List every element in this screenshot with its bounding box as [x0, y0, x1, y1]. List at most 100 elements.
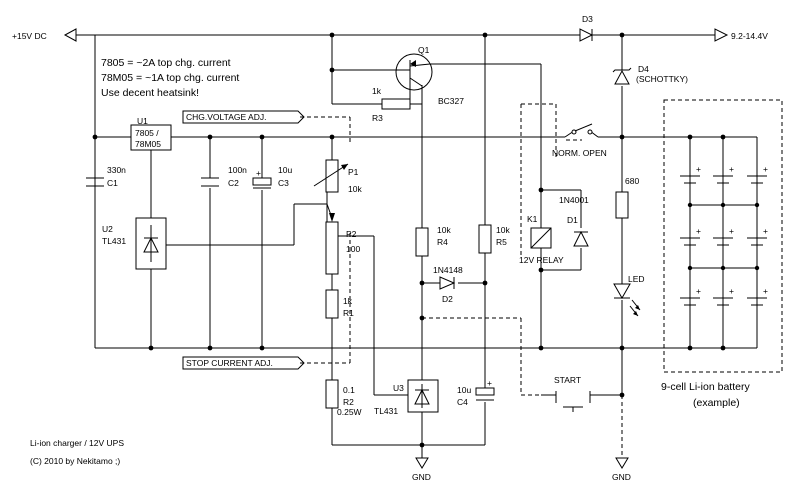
cell-7: + [680, 286, 701, 306]
note-line-3: Use decent heatsink! [101, 87, 199, 99]
q1-val: BC327 [438, 96, 464, 106]
gnd2-label: GND [612, 472, 631, 482]
title-line-2: (C) 2010 by Nekitamo ;) [30, 456, 120, 466]
cell-5: + [713, 226, 734, 246]
q1-transistor [395, 53, 433, 104]
u1-ref: U1 [137, 116, 148, 126]
dashed-links [300, 99, 783, 458]
r5-val: 10k [496, 225, 510, 235]
rail-terminals [63, 28, 729, 469]
battery-label-2: (example) [693, 397, 740, 409]
p2-ref: P2 [346, 229, 357, 239]
u3-ref: U3 [393, 383, 404, 393]
d2-val: 1N4148 [433, 265, 463, 275]
relay-contact-label: NORM. OPEN [552, 148, 607, 158]
r4-val: 10k [437, 225, 451, 235]
led-diode [613, 283, 641, 317]
svg-text:+: + [696, 286, 701, 296]
d4-ref: D4 [638, 64, 649, 74]
r2-ref: R2 [343, 397, 354, 407]
r6-resistor [615, 191, 629, 219]
r4-ref: R4 [437, 237, 448, 247]
chg-voltage-adj-label: CHG.VOLTAGE ADJ. [186, 112, 266, 122]
battery-label-1: 9-cell Li-ion battery [661, 381, 750, 393]
svg-text:+: + [729, 164, 734, 174]
wires [76, 34, 758, 458]
r1-ref: R1 [343, 308, 354, 318]
u2-ref: U2 [102, 224, 113, 234]
r6-val: 680 [625, 176, 639, 186]
k1-relay-coil [530, 227, 552, 249]
stop-current-adj-tag [182, 356, 305, 370]
gnd2-terminal-icon [615, 457, 629, 469]
c3-val: 10u [278, 165, 292, 175]
d1-diode [573, 230, 589, 247]
svg-text:+: + [696, 226, 701, 236]
junction-dots [92, 32, 760, 448]
p1-potentiometer [313, 159, 349, 193]
led-label: LED [628, 274, 645, 284]
r3-resistor [381, 98, 411, 110]
c4-capacitor: + [475, 378, 495, 401]
gnd1-terminal-icon [415, 457, 429, 469]
stop-current-adj-label: STOP CURRENT ADJ. [186, 358, 273, 368]
r2-val: 0.1 [343, 385, 355, 395]
cell-8: + [713, 286, 734, 306]
svg-text:+: + [763, 164, 768, 174]
svg-text:+: + [487, 378, 492, 388]
r5-ref: R5 [496, 237, 507, 247]
r2-val-2: 0.25W [337, 407, 362, 417]
r1-resistor [325, 289, 339, 319]
relay-contact [571, 123, 593, 135]
cell-2: + [713, 164, 734, 184]
r4-resistor [415, 227, 429, 257]
u2-tl431 [135, 217, 167, 270]
gnd1-label: GND [412, 472, 431, 482]
d4-val: (SCHOTTKY) [636, 74, 688, 84]
p1-val: 10k [348, 184, 362, 194]
vin-terminal-icon [63, 28, 77, 42]
u3-tl431 [407, 379, 439, 413]
u1-regulator [130, 124, 172, 151]
note-line-1: 7805 = ~2A top chg. current [101, 57, 231, 69]
u3-val: TL431 [374, 406, 398, 416]
r3-val: 1k [372, 86, 382, 96]
d3-ref: D3 [582, 14, 593, 24]
svg-text:+: + [729, 286, 734, 296]
d1-val: 1N4001 [559, 195, 589, 205]
cell-1: + [680, 164, 701, 184]
c3-capacitor: + [252, 168, 272, 189]
r5-resistor [478, 224, 492, 254]
p2-val: 100 [346, 244, 360, 254]
q1-ref: Q1 [418, 45, 430, 55]
d2-ref: D2 [442, 294, 453, 304]
p1-ref: P1 [348, 167, 359, 177]
r3-ref: R3 [372, 113, 383, 123]
cell-6: + [747, 226, 768, 246]
battery-cells: + + + + + + + + + [680, 164, 768, 306]
r1-val: 1k [343, 296, 353, 306]
c2-val: 100n [228, 165, 247, 175]
d4-diode [612, 67, 632, 85]
p2-potentiometer [325, 203, 362, 275]
svg-text:+: + [696, 164, 701, 174]
cell-9: + [747, 286, 768, 306]
d2-diode [439, 276, 456, 290]
c2-ref: C2 [228, 178, 239, 188]
c3-ref: C3 [278, 178, 289, 188]
u1-val-2: 78M05 [135, 139, 161, 149]
r2-resistor [325, 379, 339, 409]
c1-capacitor [86, 177, 104, 187]
cell-4: + [680, 226, 701, 246]
vout-terminal-icon [714, 28, 729, 42]
cell-3: + [747, 164, 768, 184]
c1-val: 330n [107, 165, 126, 175]
title-line-1: Li-ion charger / 12V UPS [30, 438, 124, 448]
c2-capacitor [201, 177, 219, 187]
d1-ref: D1 [567, 215, 578, 225]
chg-voltage-adj-tag [182, 110, 305, 124]
k1-ref: K1 [527, 214, 538, 224]
u1-val-1: 7805 / [135, 128, 159, 138]
svg-text:+: + [763, 286, 768, 296]
